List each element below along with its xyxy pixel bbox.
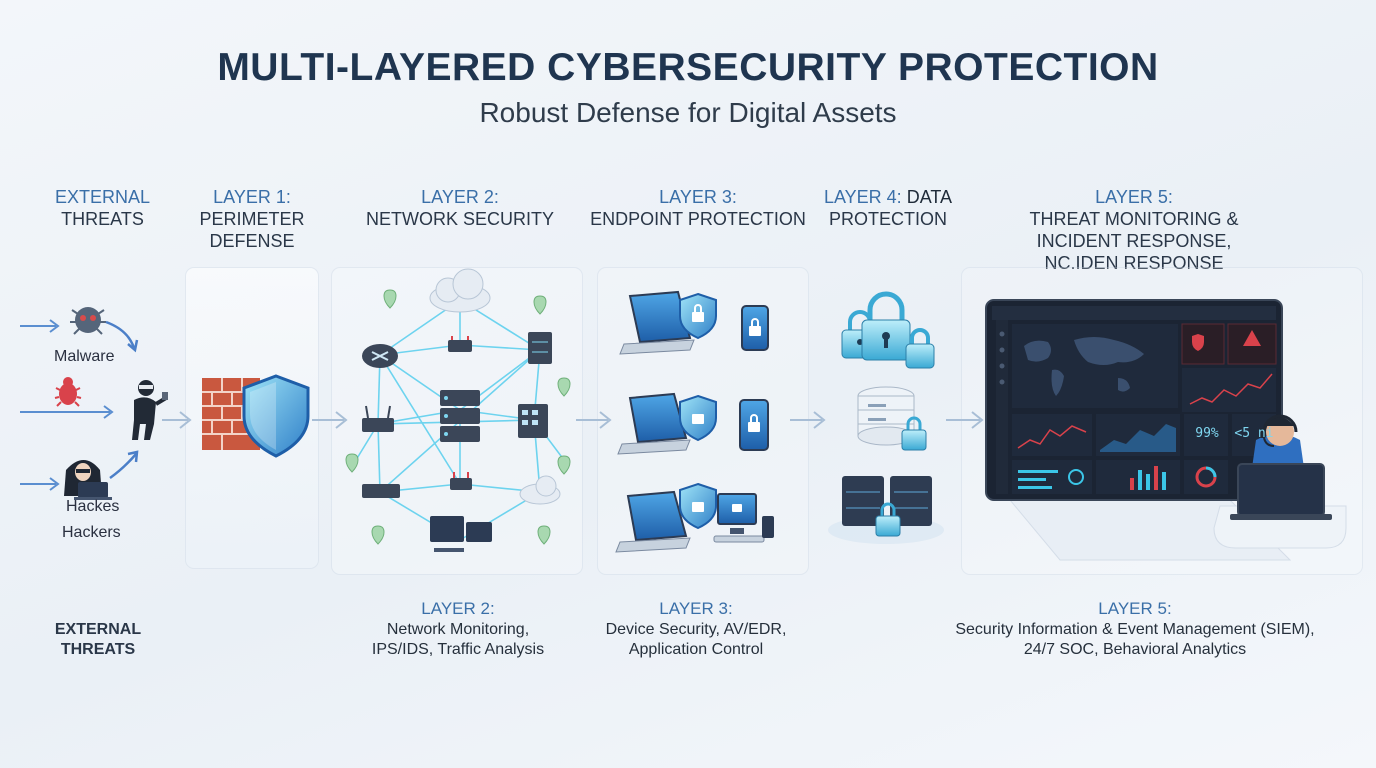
warning-icon — [1243, 330, 1261, 346]
layer4-line1a: LAYER 4: — [823, 187, 902, 207]
switch-icon — [448, 336, 472, 352]
header-layer1: LAYER 1: PERIMETER DEFENSE — [178, 186, 326, 252]
laptop-icon — [619, 290, 695, 355]
network-nodes — [345, 268, 571, 552]
external-line1: EXTERNAL — [54, 187, 151, 207]
alert-shield-icon — [1192, 334, 1204, 351]
bottom-layer5-heading: LAYER 5: — [1098, 599, 1172, 618]
world-map-icon — [1024, 337, 1144, 396]
header-external-threats: EXTERNAL THREATS — [30, 186, 175, 230]
workstation-icon — [430, 516, 492, 552]
hackers-label-2: Hackers — [62, 524, 121, 541]
bottom-external-threats: EXTERNAL THREATS — [54, 621, 142, 658]
server-rack-icon — [440, 390, 480, 442]
page-subtitle: Robust Defense for Digital Assets — [479, 97, 897, 128]
layer4-line2: PROTECTION — [828, 209, 947, 229]
endpoint-devices — [615, 290, 774, 553]
server-stack-icon — [528, 332, 552, 364]
padlock-small-icon — [875, 502, 901, 537]
smartphone-lock-icon — [741, 305, 769, 351]
hooded-hacker-icon — [64, 460, 112, 500]
layer4-line1: LAYER 4: DATA — [812, 186, 964, 208]
layer3-line1: LAYER 3: — [659, 187, 737, 207]
padlock-large-icon — [861, 291, 911, 361]
layer1-line1: LAYER 1: — [213, 187, 291, 207]
layer5-line2: THREAT MONITORING & INCIDENT RESPONSE, N… — [1029, 209, 1239, 273]
soc-operator-icon — [1252, 414, 1304, 468]
trend-line — [1189, 373, 1273, 405]
router-antenna-icon — [362, 405, 394, 432]
building-icon — [518, 404, 548, 438]
layer5-line1: LAYER 5: — [1095, 187, 1173, 207]
layer2-line2: NETWORK SECURITY — [365, 209, 554, 229]
cloud-icon — [429, 268, 491, 313]
malware-bug-icon — [54, 377, 82, 407]
router-icon — [362, 344, 398, 368]
cloud-small-icon — [519, 475, 561, 505]
map-pin-icon — [345, 289, 571, 545]
bottom-layer3-desc: Device Security, AV/EDR, Application Con… — [605, 621, 787, 658]
padlock-small-icon — [901, 416, 927, 451]
malware-virus-icon — [70, 307, 106, 335]
layer4-line1b: DATA — [901, 187, 953, 207]
hacker-figure-icon — [132, 380, 168, 440]
bottom-layer2-desc: Network Monitoring, IPS/IDS, Traffic Ana… — [371, 621, 545, 658]
header-layer3: LAYER 3: ENDPOINT PROTECTION — [580, 186, 816, 230]
laptop-icon — [615, 490, 691, 553]
external-threats-group — [20, 307, 168, 500]
layer3-line2: ENDPOINT PROTECTION — [590, 209, 806, 229]
bar-sparkline — [1130, 466, 1166, 490]
data-protection-group — [828, 291, 944, 544]
soc-dashboard — [985, 299, 1347, 561]
operator-laptop-icon — [1230, 463, 1332, 520]
flow-arrows — [162, 411, 984, 429]
header-layer2: LAYER 2: NETWORK SECURITY — [340, 186, 580, 230]
header-layer4: LAYER 4: DATA PROTECTION — [812, 186, 964, 230]
desktop-monitor-icon — [713, 493, 774, 543]
arrow-right-icon — [576, 411, 612, 429]
layer1-line2: PERIMETER DEFENSE — [199, 209, 305, 251]
hackers-label-1: Hackes — [66, 498, 120, 515]
arrow-right-icon — [312, 411, 348, 429]
bottom-layer5-desc: Security Information & Event Management … — [955, 621, 1315, 658]
malware-label: Malware — [54, 348, 115, 365]
arrow-right-icon — [946, 411, 984, 429]
database-icon — [857, 386, 915, 446]
bottom-layer3-heading: LAYER 3: — [659, 599, 733, 618]
server-block-icon — [842, 476, 932, 526]
dashboard-stat-response: <5 ni — [1234, 426, 1274, 441]
arrow-right-icon — [790, 411, 826, 429]
arrow-right-icon — [162, 411, 192, 429]
network-mesh — [355, 299, 565, 541]
router-small-icon — [362, 484, 400, 498]
shield-icon — [242, 374, 310, 458]
dashboard-stat-uptime: 99% — [1195, 426, 1219, 441]
switch-small-icon — [450, 472, 472, 490]
bottom-layer2-heading: LAYER 2: — [421, 599, 495, 618]
laptop-icon — [617, 392, 691, 455]
header-layer5: LAYER 5: THREAT MONITORING & INCIDENT RE… — [1000, 186, 1268, 274]
page-title: MULTI-LAYERED CYBERSECURITY PROTECTION — [217, 46, 1159, 89]
external-line2: THREATS — [61, 209, 144, 229]
layer2-line1: LAYER 2: — [421, 187, 499, 207]
smartphone-lock-icon — [739, 399, 769, 451]
padlock-icon — [905, 328, 935, 369]
